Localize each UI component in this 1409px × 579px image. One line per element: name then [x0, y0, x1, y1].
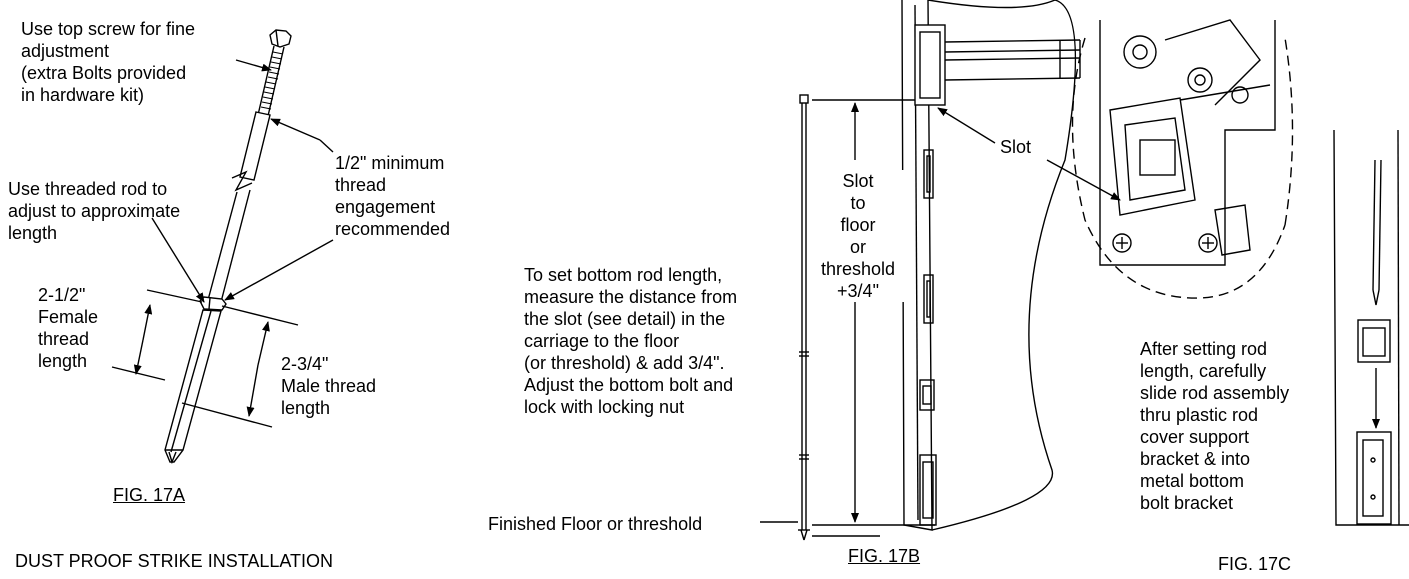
- fig17b-caption: FIG. 17B: [848, 546, 921, 566]
- fig17c-caption: FIG. 17C: [1218, 554, 1292, 574]
- slot-detail-drawing: [1071, 19, 1294, 299]
- fig17b-rod-drawing: [798, 94, 810, 541]
- page-title: DUST PROOF STRIKE INSTALLATION: [15, 551, 334, 571]
- fig17a-rod-drawing: [164, 29, 292, 465]
- fig17a-caption: FIG. 17A: [113, 485, 186, 505]
- rod-length-instructions: To set bottom rod length,measure the dis…: [524, 265, 738, 417]
- door-panel-drawing: [901, 0, 1081, 531]
- slot-label: Slot: [1000, 137, 1032, 157]
- male-thread-dimension: 2-3/4"Male thread length: [281, 354, 377, 418]
- fig17c-drawing: [1333, 129, 1409, 526]
- finished-floor-label: Finished Floor or threshold: [488, 514, 703, 534]
